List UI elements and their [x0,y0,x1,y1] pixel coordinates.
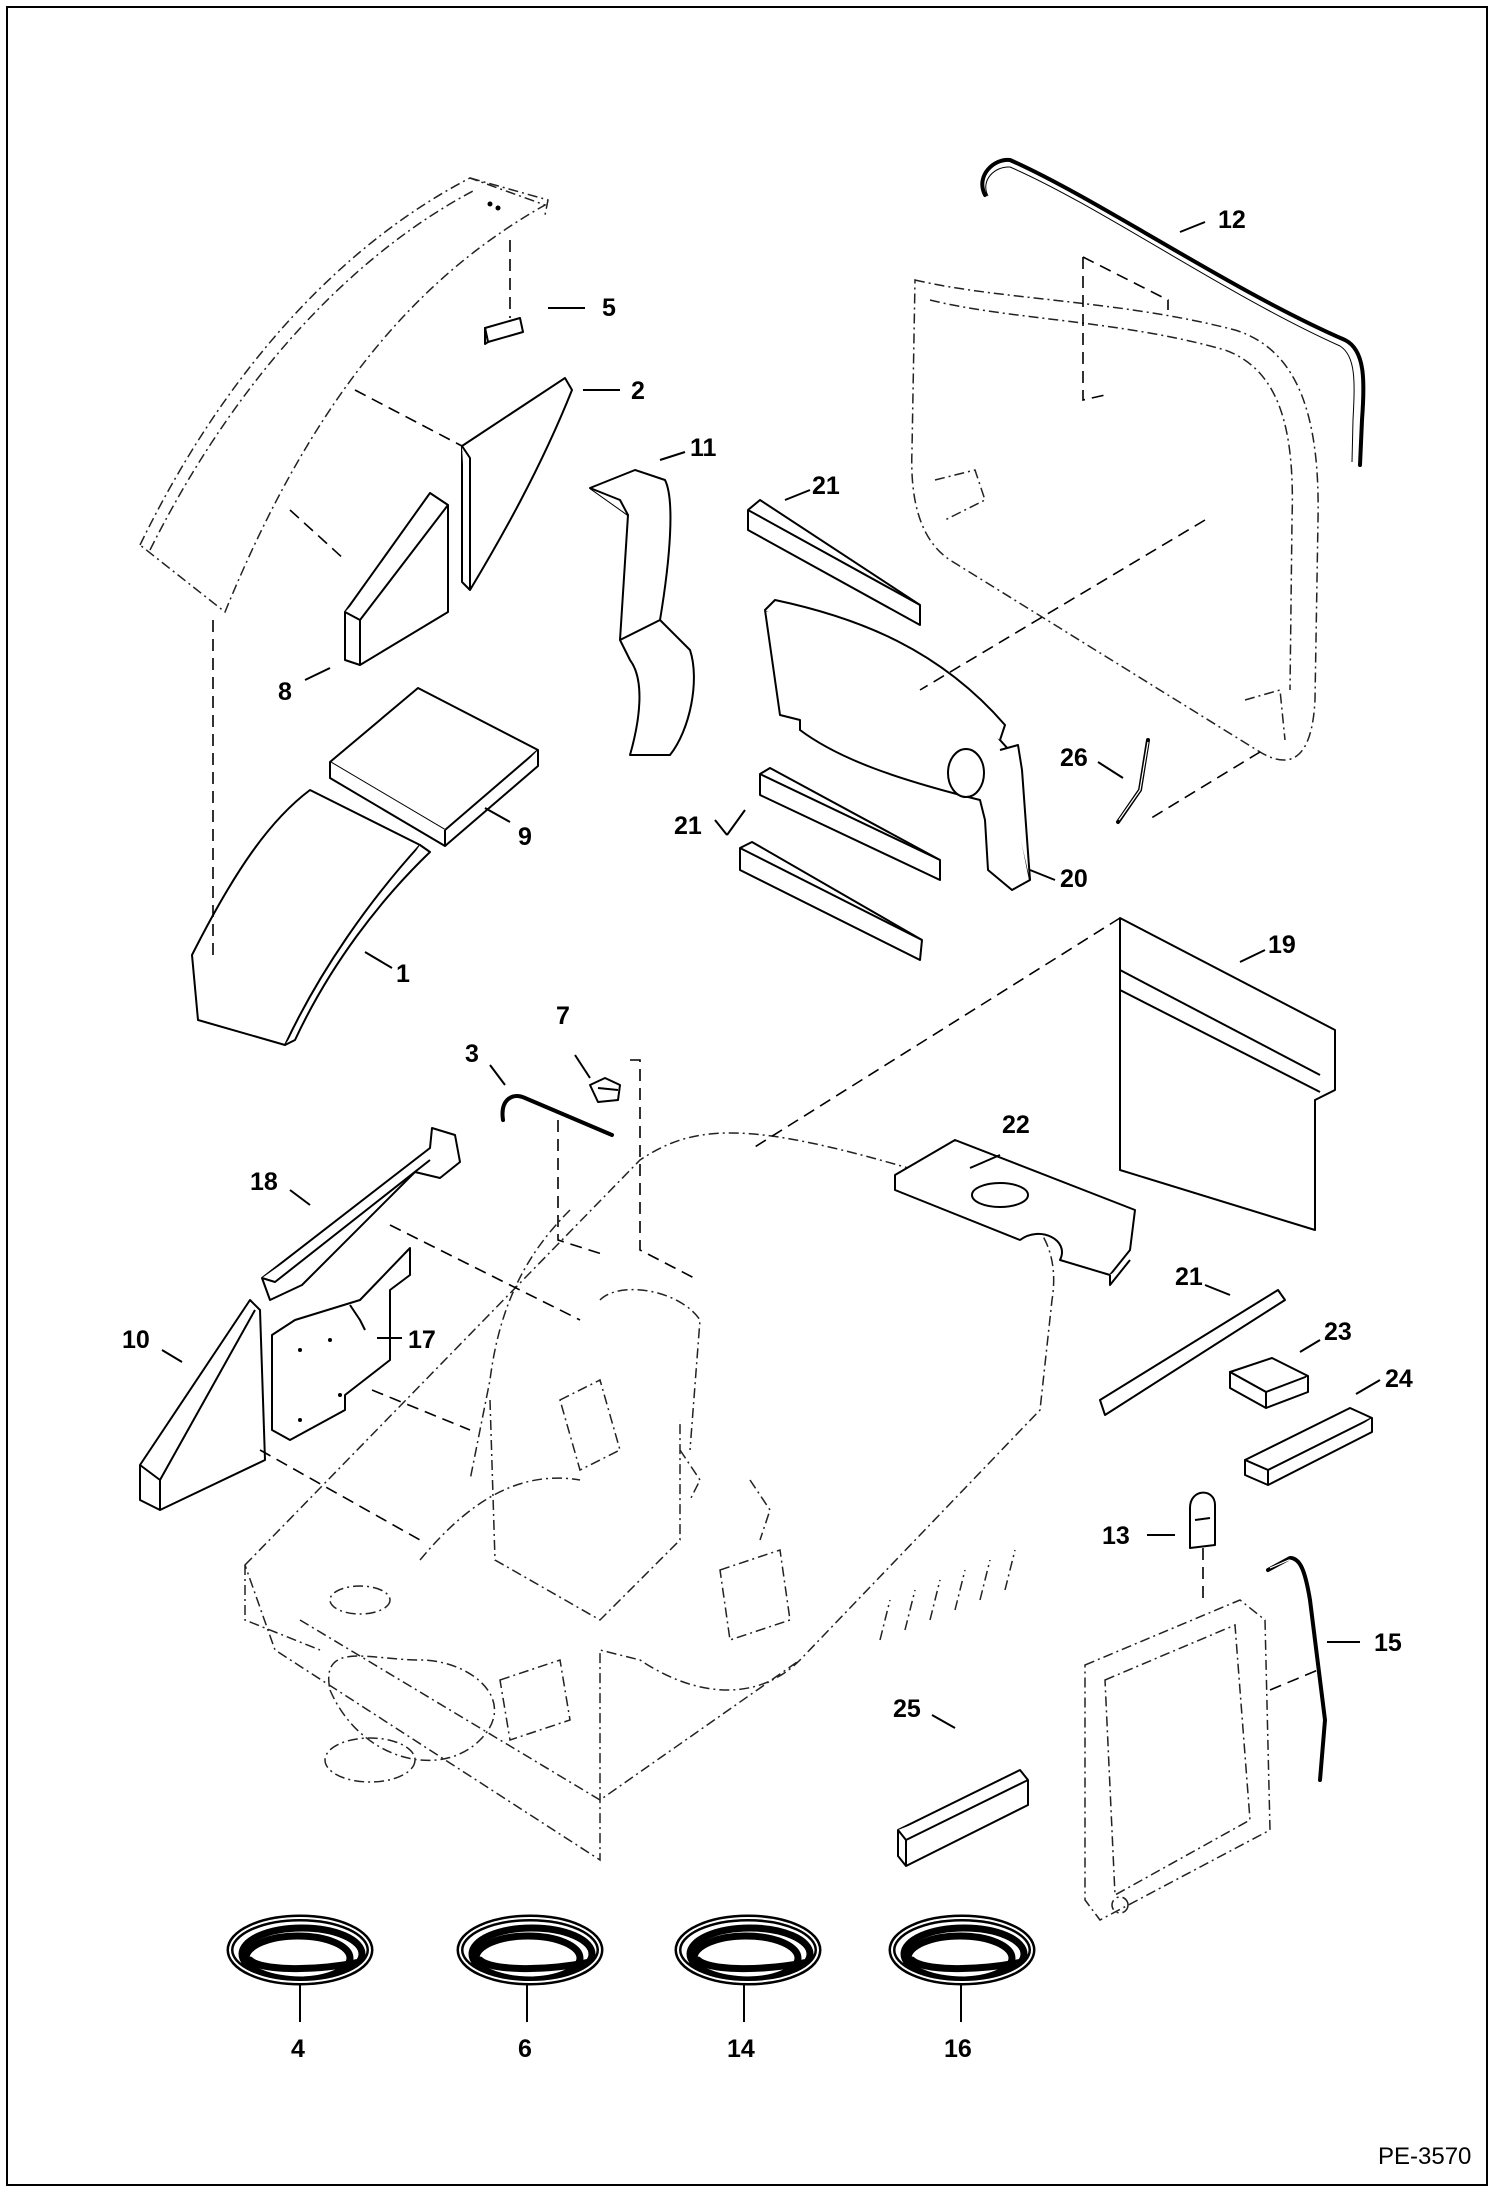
part-3-seal [500,1094,614,1137]
part-21-strip-middle-a [759,767,941,881]
callout-24: 24 [1385,1365,1413,1393]
part-12-seal [980,157,1366,467]
callout-25: 25 [893,1695,921,1723]
part-19-panel [1119,917,1336,1231]
callout-14: 14 [727,2035,755,2063]
part-1-headliner [191,789,431,1046]
callout-5: 5 [602,294,616,322]
hose-coil-4 [226,1914,374,1986]
hose-coil-16 [888,1914,1036,1986]
callout-22: 22 [1002,1111,1030,1139]
part-13-cap [1189,1491,1216,1549]
part-10-pad [139,1299,266,1511]
callout-21-middle: 21 [674,812,702,840]
callout-2: 2 [631,377,645,405]
callout-4: 4 [291,2035,305,2063]
callout-1: 1 [396,960,410,988]
callout-7: 7 [556,1002,570,1030]
callout-16: 16 [944,2035,972,2063]
callout-26: 26 [1060,744,1088,772]
callout-6: 6 [518,2035,532,2063]
callout-10: 10 [122,1326,150,1354]
callout-3: 3 [465,1040,479,1068]
part-18-pad [261,1127,461,1301]
callout-18: 18 [250,1168,278,1196]
callout-19: 19 [1268,931,1296,959]
part-9-pad [329,687,539,847]
callout-12: 12 [1218,206,1246,234]
callout-20: 20 [1060,865,1088,893]
callout-leaders [161,221,1381,2022]
callout-13: 13 [1102,1522,1130,1550]
radiator-outline [1084,1599,1271,1921]
callout-23: 23 [1324,1318,1352,1346]
figure-code: PE-3570 [1378,2143,1471,2170]
callout-8: 8 [278,678,292,706]
assembly-dashed-lines [212,240,1319,1691]
cab-frame-outline [244,1132,1055,1862]
part-7-clip [589,1077,621,1103]
hose-coil-14 [674,1914,822,1986]
part-20-panel [764,599,1031,891]
rear-window-frame-outline [911,279,1319,761]
callout-11: 11 [690,434,717,462]
part-23-block [1229,1357,1309,1409]
part-21-strip-right [1099,1289,1286,1416]
part-2-panel [461,377,573,591]
callout-21-right: 21 [1175,1263,1203,1291]
part-8-panel [344,492,449,666]
part-24-block [1244,1407,1373,1486]
callout-17: 17 [408,1326,436,1354]
part-15-seal [1266,1556,1327,1782]
part-25-block [897,1769,1029,1867]
part-5-block [484,317,524,345]
part-17-panel [271,1247,411,1441]
callout-21-upper: 21 [812,472,840,500]
canopy-roof-outline [139,177,549,614]
callout-15: 15 [1374,1629,1402,1657]
part-21-strip-middle-b [739,841,923,961]
part-26-seal [1116,738,1150,824]
part-22-floor-mat [894,1139,1136,1286]
callout-9: 9 [518,823,532,851]
part-21-strip-upper [747,499,921,626]
callout-labels: 5 2 11 21 12 8 9 1 21 20 26 19 3 7 22 18… [122,206,1471,2170]
part-11-duct [589,469,695,756]
hose-coil-6 [456,1914,604,1986]
